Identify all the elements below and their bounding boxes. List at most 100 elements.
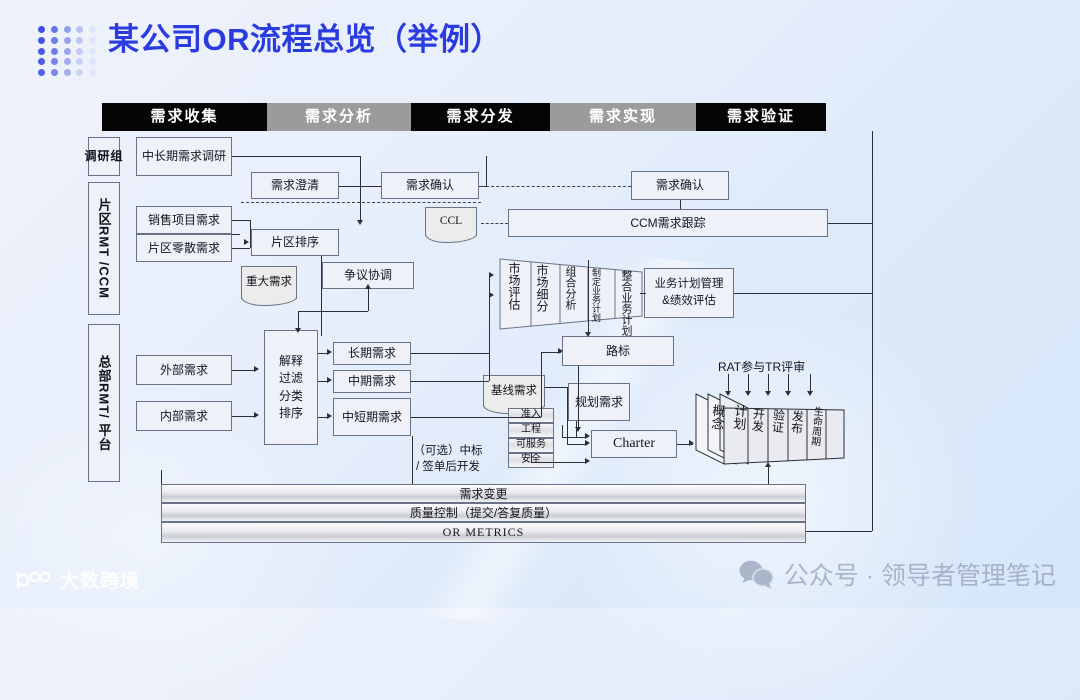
phase-tab-2[interactable]: 需求分发 bbox=[411, 103, 550, 131]
rat-arrow-head-2 bbox=[765, 391, 771, 396]
connector-10 bbox=[244, 239, 249, 245]
connector-37 bbox=[588, 260, 589, 334]
node-demand-confirm-right[interactable]: 需求确认 bbox=[631, 171, 729, 200]
phase-tab-3[interactable]: 需求实现 bbox=[550, 103, 696, 131]
lifecycle-stage-2: 开发 bbox=[749, 407, 767, 433]
connector-69 bbox=[680, 200, 681, 209]
node-interpret-filter-text: 解释 过滤 分类 排序 bbox=[278, 353, 303, 420]
rat-arrow-line-4 bbox=[810, 374, 811, 392]
connector-36 bbox=[489, 292, 494, 298]
connector-30 bbox=[327, 413, 332, 419]
bottom-bar-quality-control[interactable]: 质量控制（提交/答复质量） bbox=[161, 503, 806, 522]
swimlane-label-hq: 总部RMT/ 平台 bbox=[88, 324, 120, 482]
node-demand-clarify[interactable]: 需求澄清 bbox=[251, 172, 339, 199]
rat-arrow-line-1 bbox=[748, 374, 749, 392]
connector-63 bbox=[734, 293, 872, 294]
node-business-plan-mgmt[interactable]: 业务计划管理 &绩效评估 bbox=[644, 268, 734, 318]
rat-arrow-head-0 bbox=[725, 391, 731, 396]
connector-14 bbox=[321, 256, 322, 336]
rat-arrow-head-1 bbox=[745, 391, 751, 396]
connector-31 bbox=[411, 353, 489, 354]
slide-canvas: 某公司OR流程总览（举例） 需求收集需求分析需求分发需求实现需求验证 调研组 片… bbox=[0, 22, 1056, 700]
funnel-stage-3: 制定业务计划 bbox=[591, 268, 601, 322]
brand-watermark-right: 公众号 · 领导者管理笔记 bbox=[738, 556, 1056, 592]
connector-35 bbox=[489, 272, 494, 278]
connector-17 bbox=[365, 284, 371, 289]
node-interpret-filter[interactable]: 解释 过滤 分类 排序 bbox=[264, 330, 318, 445]
phase-tab-0[interactable]: 需求收集 bbox=[102, 103, 267, 131]
node-mid-term-demand[interactable]: 中期需求 bbox=[333, 370, 411, 393]
swimlane-label-survey: 调研组 bbox=[85, 137, 123, 176]
connector-44 bbox=[412, 436, 413, 484]
connector-66 bbox=[828, 223, 872, 224]
connector-15 bbox=[321, 290, 322, 291]
connector-9 bbox=[232, 234, 240, 235]
baseline-item-2[interactable]: 可服务 bbox=[508, 438, 554, 453]
phase-tab-bar: 需求收集需求分析需求分发需求实现需求验证 bbox=[102, 103, 826, 131]
connector-11 bbox=[241, 202, 481, 203]
connector-12 bbox=[481, 186, 631, 187]
node-long-term-demand[interactable]: 长期需求 bbox=[333, 342, 411, 365]
connector-22 bbox=[254, 366, 259, 372]
brand-watermark-left: 大数跨境 bbox=[14, 566, 140, 593]
connector-41 bbox=[541, 352, 542, 417]
lifecycle-stage-1: 计划 bbox=[730, 403, 749, 431]
page-title: 某公司OR流程总览（举例） bbox=[108, 22, 502, 57]
label-rat-tr-review: RAT参与TR评审 bbox=[718, 360, 806, 374]
connector-6 bbox=[232, 220, 250, 221]
connector-24 bbox=[254, 412, 259, 418]
connector-65 bbox=[806, 531, 872, 532]
phase-tab-4[interactable]: 需求验证 bbox=[696, 103, 826, 131]
rat-arrow-line-3 bbox=[788, 374, 789, 392]
connector-13 bbox=[481, 223, 508, 224]
connector-49 bbox=[567, 444, 587, 445]
connector-43 bbox=[558, 348, 563, 354]
bottom-bar-demand-change[interactable]: 需求变更 bbox=[161, 484, 806, 503]
node-charter[interactable]: Charter bbox=[591, 430, 677, 458]
connector-39 bbox=[640, 293, 646, 294]
connector-64 bbox=[872, 131, 873, 531]
connector-23 bbox=[232, 416, 254, 417]
connector-21 bbox=[232, 370, 254, 371]
node-mid-long-term-survey[interactable]: 中长期需求调研 bbox=[136, 137, 232, 176]
connector-20 bbox=[295, 328, 301, 333]
connector-8 bbox=[232, 248, 250, 249]
connector-42 bbox=[541, 352, 561, 353]
node-internal-demand[interactable]: 内部需求 bbox=[136, 401, 232, 431]
note-baseline-demand[interactable]: 基线需求 bbox=[483, 375, 545, 414]
connector-25 bbox=[318, 353, 327, 354]
node-external-demand[interactable]: 外部需求 bbox=[136, 355, 232, 385]
rat-arrow-head-3 bbox=[785, 391, 791, 396]
baseline-item-0[interactable]: 准入 bbox=[508, 408, 554, 423]
node-ccm-tracking[interactable]: CCM需求跟踪 bbox=[508, 209, 828, 237]
funnel-stage-4: 整合业务计划 bbox=[620, 270, 632, 336]
baseline-item-1[interactable]: 工程 bbox=[508, 423, 554, 438]
funnel-stage-0: 市场评估 bbox=[507, 262, 521, 310]
note-ccl[interactable]: CCL bbox=[425, 207, 477, 243]
connector-52 bbox=[562, 437, 587, 438]
lifecycle-card-stack[interactable] bbox=[694, 388, 846, 466]
connector-57 bbox=[585, 458, 590, 464]
node-business-plan-mgmt-text: 业务计划管理 &绩效评估 bbox=[654, 277, 724, 307]
connector-47 bbox=[545, 387, 567, 388]
bottom-bar-or-metrics[interactable]: OR METRICS bbox=[161, 522, 806, 543]
node-region-sorting[interactable]: 片区排序 bbox=[251, 229, 339, 256]
connector-40 bbox=[411, 417, 541, 418]
connector-19 bbox=[298, 311, 299, 331]
connector-0 bbox=[232, 156, 360, 157]
phase-tab-1[interactable]: 需求分析 bbox=[267, 103, 411, 131]
node-demand-confirm-left[interactable]: 需求确认 bbox=[381, 172, 479, 199]
connector-38 bbox=[585, 332, 591, 337]
node-sales-project-demand[interactable]: 销售项目需求 bbox=[136, 206, 232, 234]
note-major-demand[interactable]: 重大需求 bbox=[241, 266, 297, 306]
connector-68 bbox=[161, 470, 162, 471]
connector-34 bbox=[489, 296, 490, 381]
label-optional-bid-note: （可选）中标 / 签单后开发 bbox=[413, 445, 483, 473]
node-short-mid-demand[interactable]: 中短期需求 bbox=[333, 398, 411, 436]
lifecycle-stage-4: 发布 bbox=[788, 409, 806, 435]
connector-16 bbox=[368, 289, 369, 311]
node-region-scattered-demand[interactable]: 片区零散需求 bbox=[136, 234, 232, 262]
node-roadmap[interactable]: 路标 bbox=[562, 336, 674, 366]
funnel-stage-1: 市场细分 bbox=[535, 264, 549, 312]
connector-1 bbox=[360, 156, 361, 221]
